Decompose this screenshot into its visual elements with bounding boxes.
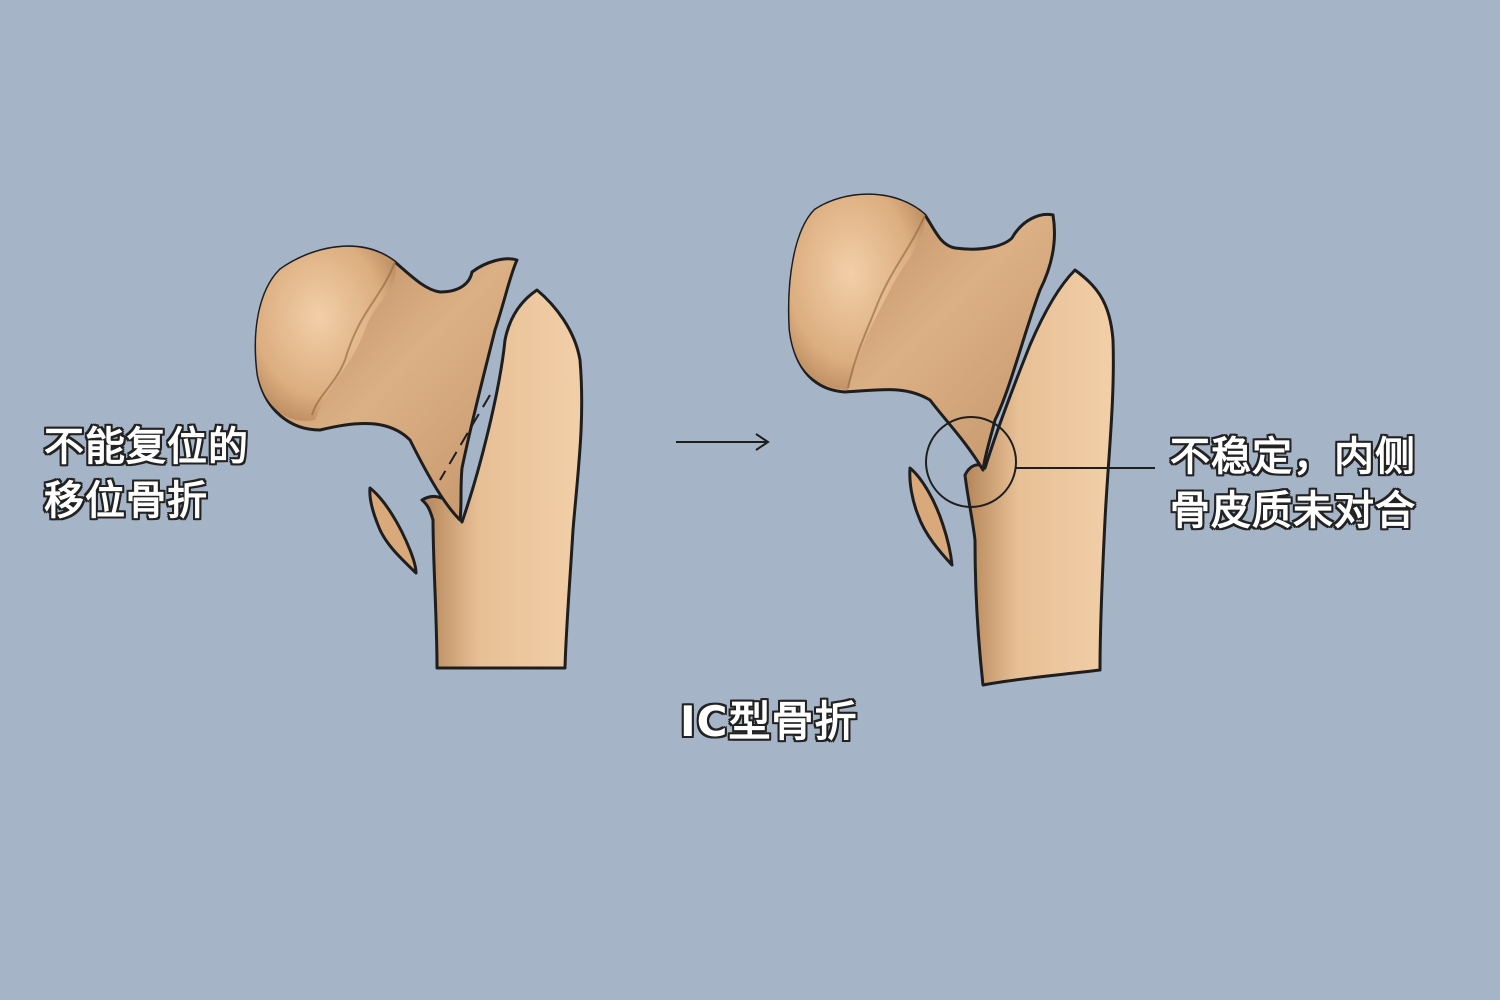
right-bone-fragment xyxy=(908,466,954,567)
label-right-line1: 不稳定，内侧 xyxy=(1170,434,1416,480)
left-bone-fragment xyxy=(368,486,418,575)
medial-cortex-highlight-circle xyxy=(925,416,1017,508)
right-femoral-head xyxy=(789,194,925,390)
label-left-line2: 移位骨折 xyxy=(44,478,208,524)
left-fracture-dashed-line xyxy=(439,394,491,481)
label-right-line2: 骨皮质未对合 xyxy=(1170,488,1416,534)
label-unstable-medial-cortex: 不稳定，内侧 骨皮质未对合 xyxy=(1170,430,1416,538)
left-femoral-head xyxy=(256,246,396,421)
right-femur-shaft xyxy=(963,268,1115,687)
transition-arrow xyxy=(676,433,770,451)
left-femur xyxy=(254,245,584,670)
label-left-line1: 不能复位的 xyxy=(44,424,249,470)
label-irreducible-displaced-fracture: 不能复位的 移位骨折 xyxy=(44,420,249,528)
left-femur-shaft xyxy=(420,288,584,670)
right-femur xyxy=(787,193,1155,687)
figure-caption: ⅠC型骨折 xyxy=(680,697,858,746)
